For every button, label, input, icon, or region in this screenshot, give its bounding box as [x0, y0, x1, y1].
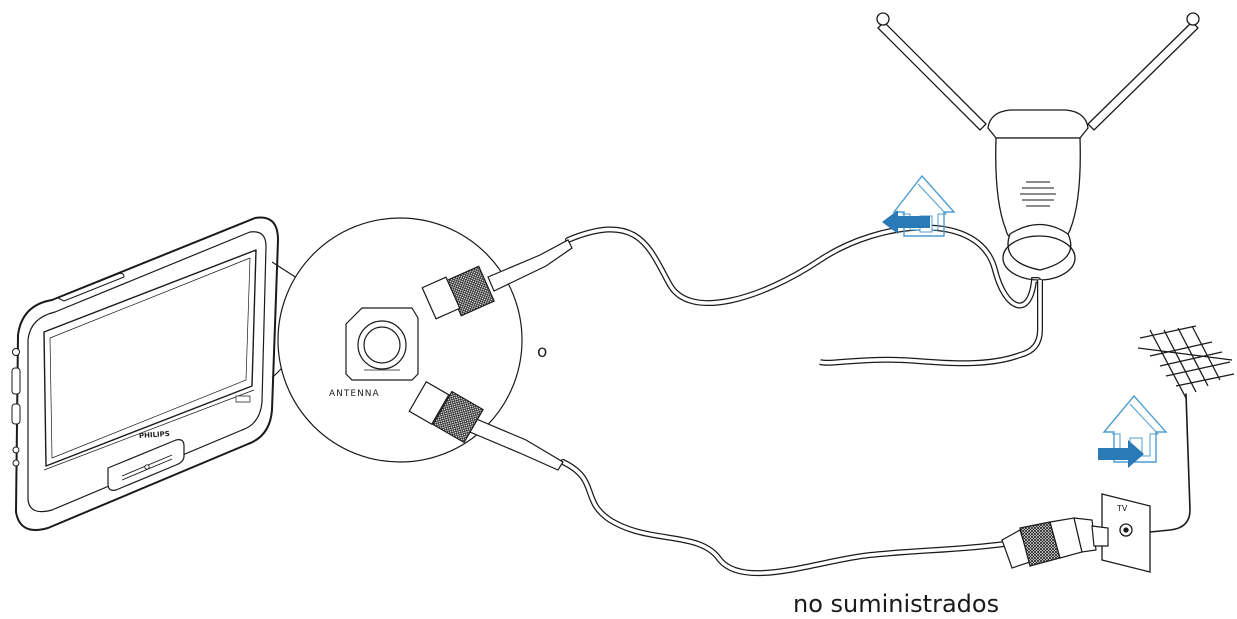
antenna-port-label: ANTENNA	[329, 389, 380, 399]
portable-player	[11, 216, 279, 531]
coax-connector-upper	[421, 239, 573, 320]
wall-tv-socket	[1101, 493, 1151, 573]
outdoor-antenna	[1137, 325, 1235, 399]
caption-text: no suministrados	[793, 590, 1000, 618]
tv-socket-label: TV	[1117, 504, 1128, 513]
speaker-grille	[1020, 181, 1056, 207]
house-arrow-right-icon	[1098, 394, 1168, 468]
indoor-antenna	[819, 12, 1200, 367]
control-pad	[107, 439, 185, 491]
coax-connector-lower	[408, 380, 564, 471]
cables	[560, 224, 1191, 577]
house-arrow-left-icon	[882, 174, 956, 237]
wall-plug	[1001, 517, 1109, 569]
antenna-port	[345, 307, 419, 381]
or-marker: o	[537, 342, 548, 362]
